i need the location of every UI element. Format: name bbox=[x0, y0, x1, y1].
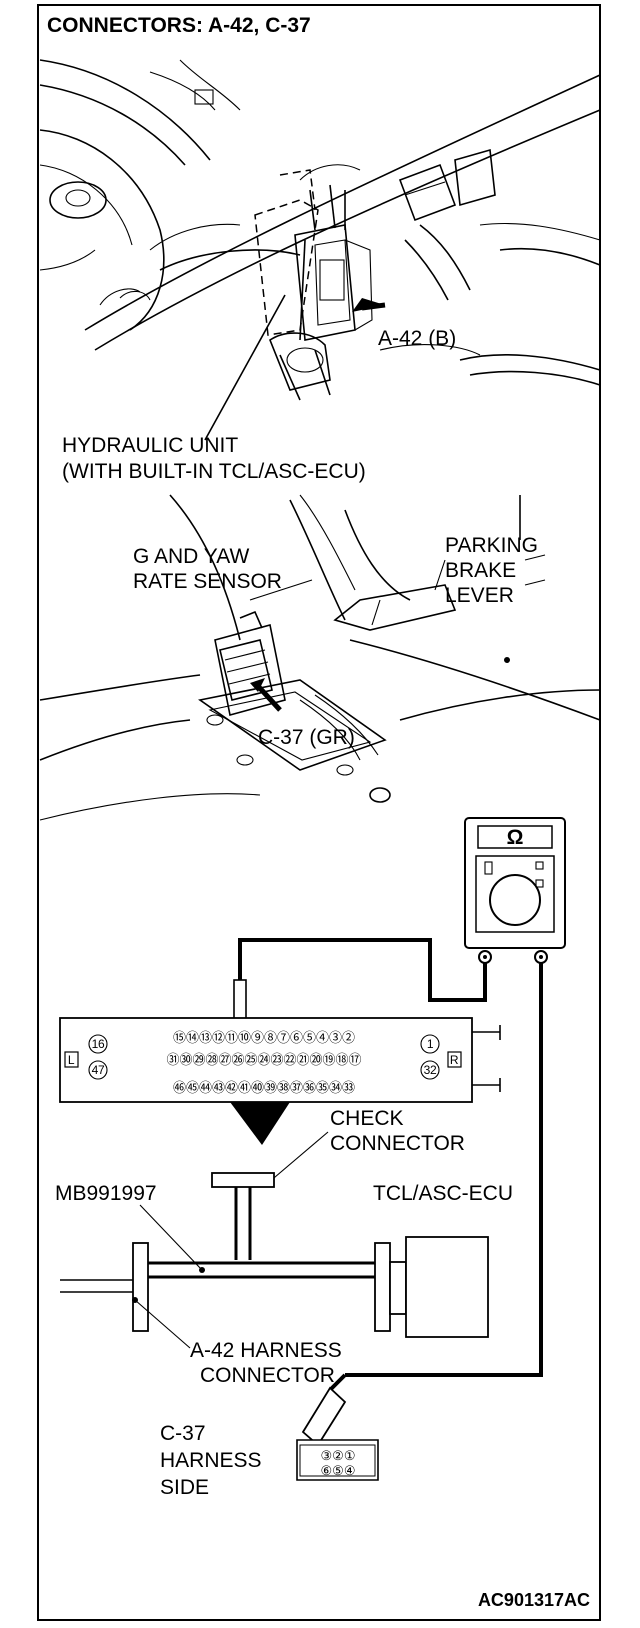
adapter-label: MB991997 bbox=[55, 1182, 157, 1205]
pin-47-label: 47 bbox=[92, 1063, 105, 1077]
hydraulic-unit-label-2: (WITH BUILT-IN TCL/ASC-ECU) bbox=[62, 460, 366, 483]
harness-adapter bbox=[60, 1172, 489, 1349]
test-probe-1 bbox=[233, 979, 247, 1021]
side-label-l: L bbox=[68, 1053, 75, 1067]
test-lead-1 bbox=[238, 938, 487, 1002]
test-lead-2 bbox=[345, 963, 543, 1377]
yaw-sensor-illustration bbox=[39, 494, 601, 821]
outer-frame bbox=[37, 4, 601, 1621]
parking-brake-label-2: BRAKE bbox=[445, 559, 516, 582]
pin-32-label: 32 bbox=[424, 1063, 437, 1077]
ohmmeter bbox=[464, 817, 566, 964]
c37-side-label-2: HARNESS bbox=[160, 1449, 262, 1472]
a42-connector-callout: A-42 (B) bbox=[378, 327, 456, 350]
check-connector-leader bbox=[267, 1131, 329, 1184]
parking-brake-label-3: LEVER bbox=[445, 584, 514, 607]
magnify-pointer bbox=[230, 1102, 290, 1145]
pin-1-label: 1 bbox=[427, 1037, 434, 1051]
c37-side-label-3: SIDE bbox=[160, 1476, 209, 1499]
figure-id: AC901317AC bbox=[478, 1590, 590, 1610]
pin-row-2: ㉛㉚㉙㉘㉗㉖㉕㉔㉓㉒㉑⑳⑲⑱⑰ bbox=[166, 1052, 361, 1067]
check-connector-label-1: CHECK bbox=[330, 1107, 404, 1130]
pin-row-3: ㊻㊺㊹㊸㊷㊶㊵㊴㊳㊲㊱㉟㉞㉝ bbox=[173, 1080, 355, 1095]
ohm-symbol: Ω bbox=[507, 826, 524, 849]
c37-connector bbox=[296, 1439, 379, 1481]
check-connector-block bbox=[59, 1017, 501, 1103]
sensor-label-1: G AND YAW bbox=[133, 545, 249, 568]
c37-side-label-1: C-37 bbox=[160, 1422, 206, 1445]
pin-row-1: ⑮⑭⑬⑫⑪⑩⑨⑧⑦⑥⑤④③② bbox=[173, 1030, 355, 1045]
side-label-r: R bbox=[450, 1053, 459, 1067]
c37-pin-row-2: ⑥⑤④ bbox=[321, 1463, 356, 1478]
pin-16-label: 16 bbox=[92, 1037, 105, 1051]
a42-harness-label-2: CONNECTOR bbox=[200, 1364, 335, 1387]
figure-title: CONNECTORS: A-42, C-37 bbox=[47, 14, 311, 37]
a42-harness-label-1: A-42 HARNESS bbox=[190, 1339, 342, 1362]
ecu-label: TCL/ASC-ECU bbox=[373, 1182, 513, 1205]
c37-connector-callout: C-37 (GR) bbox=[258, 726, 355, 749]
sensor-label-2: RATE SENSOR bbox=[133, 570, 282, 593]
hydraulic-unit-illustration bbox=[39, 59, 601, 441]
parking-brake-label-1: PARKING bbox=[445, 534, 538, 557]
hydraulic-unit-label-1: HYDRAULIC UNIT bbox=[62, 434, 238, 457]
check-connector-label-2: CONNECTOR bbox=[330, 1132, 465, 1155]
c37-pin-row-1: ③②① bbox=[321, 1448, 356, 1463]
